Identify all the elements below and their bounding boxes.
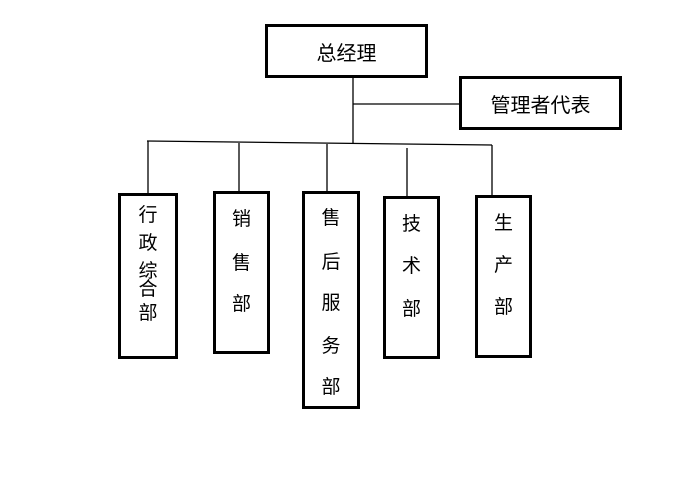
after-sales-service-department-char: 售: [321, 207, 341, 229]
admin-department-char: 部: [138, 302, 158, 324]
general-manager-box: 总经理: [265, 24, 428, 78]
management-representative-box: 管理者代表: [459, 76, 622, 130]
production-department-box: 生 产 部: [475, 195, 532, 358]
technology-department-char: 部: [401, 298, 421, 320]
sales-department-char: 销: [231, 208, 251, 230]
production-department-char: 产: [493, 254, 513, 276]
management-representative-label: 管理者代表: [490, 92, 591, 117]
general-manager-label: 总经理: [316, 40, 377, 65]
admin-department-box: 行 政 综 合 部: [118, 193, 178, 359]
admin-department-char: 行: [138, 204, 158, 226]
sales-department-box: 销 售 部: [213, 191, 270, 354]
admin-department-char: 综: [138, 260, 158, 282]
sales-department-char: 部: [231, 293, 251, 315]
admin-department-char: 政: [138, 232, 158, 254]
technology-department-char: 技: [401, 213, 421, 235]
sales-department-char: 售: [231, 252, 251, 274]
after-sales-service-department-char: 服: [321, 292, 341, 314]
production-department-char: 生: [493, 212, 513, 234]
after-sales-service-department-char: 部: [321, 376, 341, 398]
after-sales-service-department-char: 后: [321, 251, 341, 273]
after-sales-service-department-box: 售 后 服 务 部: [302, 191, 360, 409]
technology-department-box: 技 术 部: [383, 196, 440, 359]
after-sales-service-department-char: 务: [321, 335, 341, 357]
department-bus-line: [146, 140, 493, 146]
technology-department-char: 术: [401, 255, 421, 277]
admin-department-char: 合: [138, 278, 158, 300]
production-department-char: 部: [493, 296, 513, 318]
